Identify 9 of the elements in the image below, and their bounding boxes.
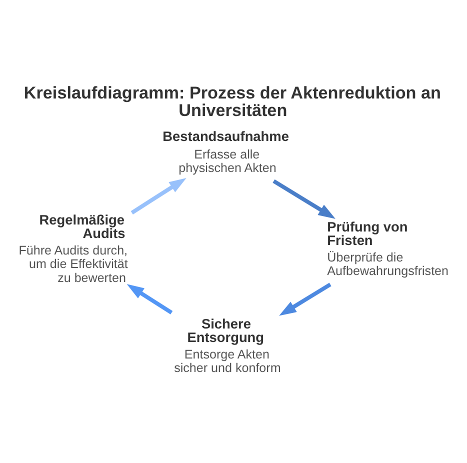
- arrow: [272, 179, 336, 219]
- arrow: [126, 284, 173, 314]
- node-text: Regelmäßige Audits Führe Audits durch, um die Effektivität zu bewerten: [18, 212, 128, 285]
- node-text: Bestandsaufnahme Erfasse alle physischen Akten: [162, 129, 289, 176]
- node-text: Sichere Entsorgung Entsorge Akten sicher und konform: [174, 316, 281, 376]
- node-text: Prüfung von Fristen Überprüfe die Aufbewahrungsfristen: [327, 219, 449, 278]
- arrow: [279, 282, 332, 316]
- arrow: [130, 178, 186, 214]
- diagram-title: Kreislaufdiagramm: Prozess der Aktenreduktion an Universitäten: [24, 82, 442, 120]
